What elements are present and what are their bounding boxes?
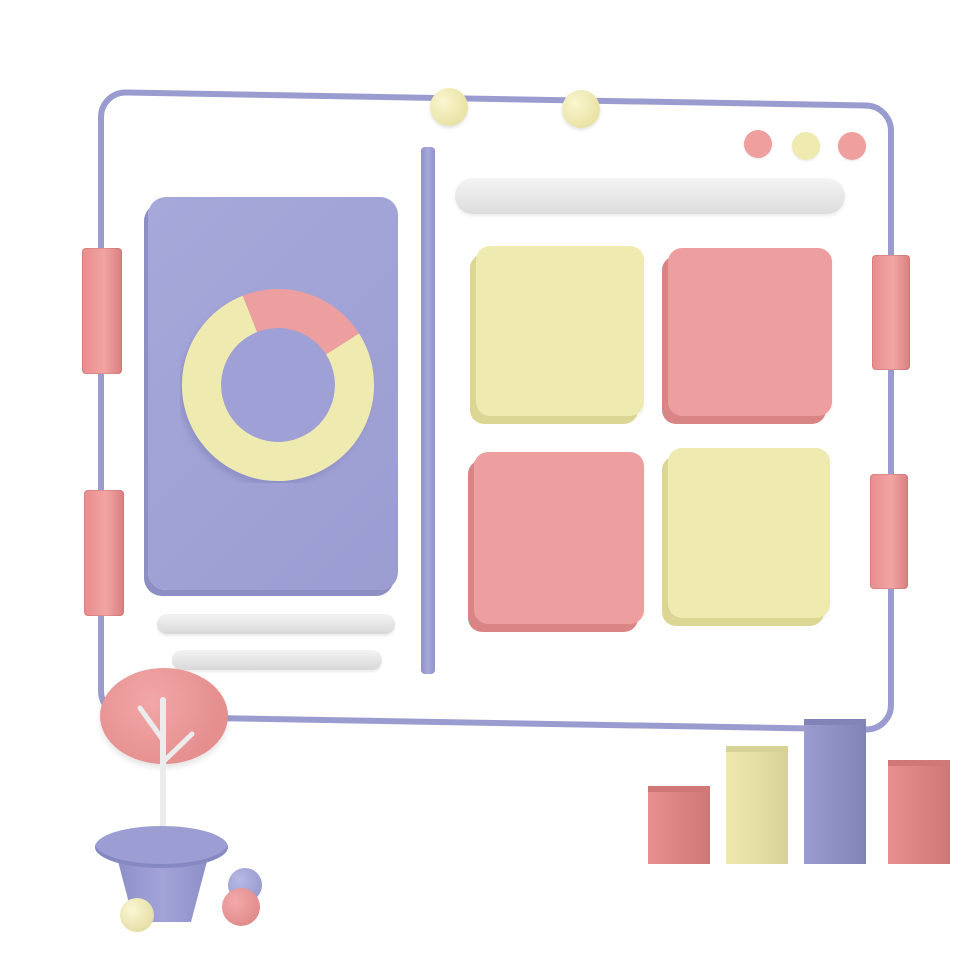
- ball-red: [222, 888, 260, 926]
- tile-top-right[interactable]: [668, 248, 832, 416]
- donut-segment-rest: [181, 295, 375, 482]
- side-tab-right-bottom: [870, 474, 908, 589]
- window-dot-yellow[interactable]: [792, 132, 820, 160]
- side-tab-right-top: [872, 255, 910, 370]
- donut-hole: [221, 328, 335, 442]
- window-dot-red-2[interactable]: [838, 132, 866, 160]
- frame-knob-right: [562, 90, 600, 128]
- content-divider: [421, 147, 435, 674]
- search-bar[interactable]: [455, 178, 845, 214]
- ball-yellow: [120, 898, 154, 932]
- side-tab-left-bottom: [84, 490, 124, 616]
- donut-chart-icon: [181, 288, 375, 482]
- tile-bottom-right[interactable]: [668, 448, 830, 618]
- donut-segment-highlight: [242, 288, 360, 355]
- bar-1: [648, 786, 710, 864]
- bar-3: [804, 719, 866, 864]
- text-line-1: [157, 614, 395, 634]
- tile-top-left[interactable]: [476, 246, 644, 416]
- window-dot-red[interactable]: [744, 130, 772, 158]
- bar-2: [726, 746, 788, 864]
- frame-knob-left: [430, 88, 468, 126]
- plant-pot-rim: [95, 826, 228, 868]
- bar-4: [888, 760, 950, 864]
- text-line-2: [172, 650, 382, 670]
- side-tab-left-top: [82, 248, 122, 374]
- plant-stem-icon: [137, 697, 195, 840]
- tile-bottom-left[interactable]: [474, 452, 644, 624]
